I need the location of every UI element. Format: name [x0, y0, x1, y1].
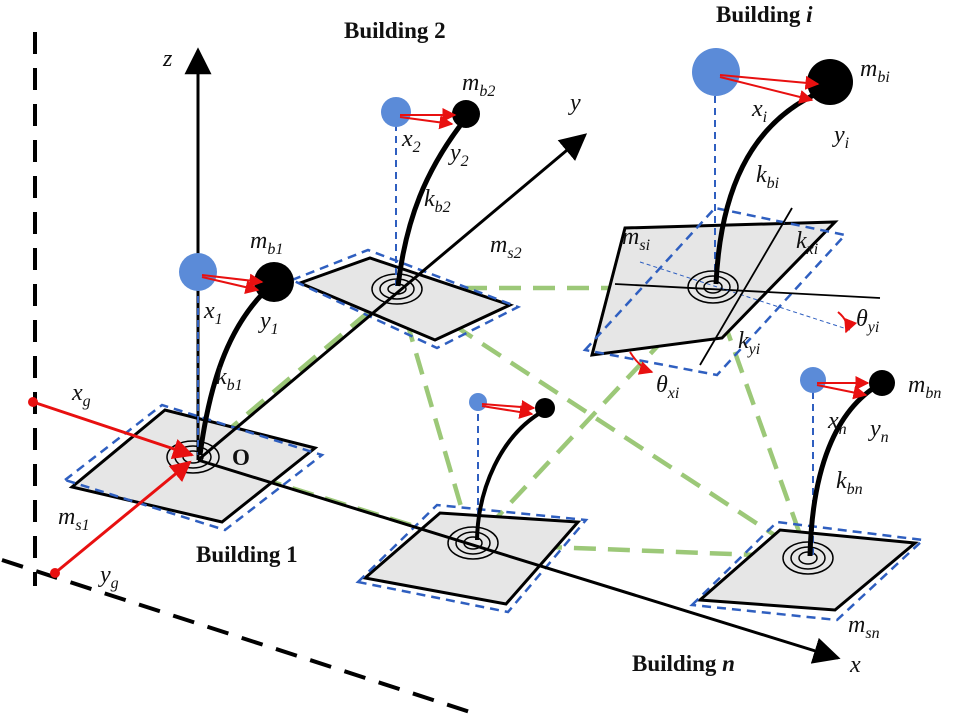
slab-building-2 — [288, 248, 522, 350]
z-axis-label: z — [162, 46, 173, 72]
mass-ghost-building-2 — [381, 97, 411, 127]
mbn-label: mbn — [908, 372, 941, 402]
building-middle-structure — [469, 393, 555, 541]
msn-label: msn — [848, 612, 880, 642]
x-axis-label: x — [849, 652, 861, 678]
xn-label: xn — [827, 408, 847, 438]
kbi-label: kbi — [756, 162, 779, 192]
y-axis-label: y — [568, 90, 581, 116]
building-n-structure — [800, 367, 895, 557]
ms1-label: ms1 — [58, 504, 90, 534]
title-building-n: Building n — [632, 651, 735, 676]
mass-ghost-building-1 — [179, 253, 217, 291]
y2-label: y2 — [448, 140, 469, 170]
mass-building-2 — [452, 100, 480, 128]
mass-building-n — [869, 370, 895, 396]
title-building-2: Building 2 — [344, 18, 446, 43]
mass-building-middle — [535, 398, 555, 418]
y1-label: y1 — [258, 308, 279, 338]
kbn-label: kbn — [836, 468, 863, 498]
thyi-label: θyi — [856, 306, 879, 336]
y-axis — [197, 133, 588, 462]
mass-building-1 — [254, 262, 294, 302]
yn-label: yn — [868, 416, 889, 446]
ground-excitation — [28, 397, 194, 578]
kb2-label: kb2 — [424, 186, 451, 216]
slab-building-n — [689, 520, 926, 622]
building-i-structure — [629, 48, 858, 375]
mass-ghost-building-n — [800, 367, 826, 393]
mb1-label: mb1 — [250, 228, 283, 258]
ms2-label: ms2 — [490, 232, 522, 262]
x2-label: x2 — [401, 126, 421, 156]
yi-label: yi — [832, 122, 849, 152]
slab-building-i — [582, 206, 881, 377]
xi-label: xi — [751, 96, 767, 126]
mass-building-i — [807, 59, 853, 105]
yg-label: yg — [98, 562, 119, 592]
x1-label: x1 — [203, 298, 223, 328]
mbi-label: mbi — [860, 56, 890, 86]
msi-label: msi — [622, 224, 650, 254]
x-axis — [197, 458, 841, 664]
building-1-structure — [179, 253, 294, 456]
slab-building-1 — [62, 403, 325, 532]
origin-label: O — [232, 445, 250, 470]
building-2-structure — [381, 97, 480, 287]
mass-ghost-building-i — [692, 48, 740, 96]
kb1-label: kb1 — [216, 364, 243, 394]
title-building-i: Building i — [716, 2, 813, 27]
title-building-1: Building 1 — [196, 542, 298, 567]
xg-label: xg — [71, 380, 91, 410]
slab-building-middle — [355, 503, 589, 614]
kyi-label: kyi — [738, 328, 760, 358]
ground-dashed-horizontal — [1, 558, 471, 714]
mb2-label: mb2 — [462, 70, 495, 100]
mass-ghost-building-middle — [469, 393, 487, 411]
thxi-label: θxi — [656, 372, 679, 402]
kxi-label: kxi — [796, 228, 818, 258]
